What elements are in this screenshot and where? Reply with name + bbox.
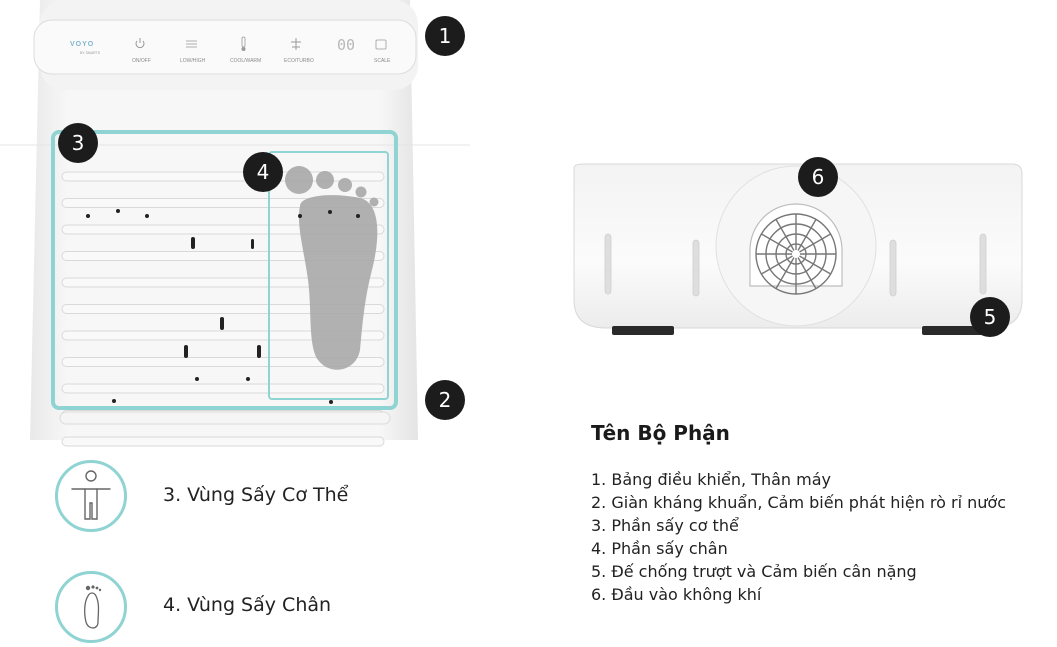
parts-title: Tên Bộ Phận [591, 421, 730, 445]
power-icon[interactable] [135, 38, 145, 49]
grille-slat [61, 436, 385, 447]
grille-slat [61, 251, 385, 261]
badge-2: 2 [425, 380, 465, 420]
thermometer-icon[interactable] [241, 36, 246, 51]
antibacterial-grille [59, 171, 391, 447]
parts-list-item: 4. Phần sấy chân [591, 539, 728, 558]
parts-list-item: 5. Đế chống trượt và Cảm biến cân nặng [591, 562, 917, 581]
parts-list: 1. Bảng điều khiển, Thân máy 2. Giàn khá… [591, 468, 1006, 606]
badge-6: 6 [798, 157, 838, 197]
svg-text:ECO/TURBO: ECO/TURBO [284, 58, 314, 64]
air-intake [715, 165, 877, 327]
digital-display: 00 [337, 36, 355, 54]
grille-slat [61, 330, 385, 341]
control-panel: VOYO BY SMARTS ON/OFF LOW/HIGH COOL/WARM… [33, 19, 417, 75]
fan-icon[interactable] [291, 38, 301, 50]
svg-text:BY SMARTS: BY SMARTS [80, 51, 101, 55]
foot-dry-zone [268, 151, 389, 400]
body-dry-zone [51, 130, 398, 410]
grille-slat [61, 304, 385, 314]
device-back-view [573, 163, 1023, 335]
svg-text:SCALE: SCALE [374, 58, 391, 64]
svg-text:ON/OFF: ON/OFF [132, 58, 151, 64]
legend-body-zone-label: 3. Vùng Sấy Cơ Thể [163, 484, 349, 506]
foot-silhouette [285, 166, 379, 370]
badge-4: 4 [243, 152, 283, 192]
body-icon [55, 460, 127, 532]
parts-list-item: 2. Giàn kháng khuẩn, Cảm biến phát hiện … [591, 493, 1006, 512]
anti-slip-foot [612, 326, 674, 335]
anti-slip-foot [922, 326, 984, 335]
legend-foot-zone-label: 4. Vùng Sấy Chân [163, 594, 332, 616]
grille-slat [59, 411, 391, 425]
badge-3: 3 [58, 123, 98, 163]
parts-list-item: 3. Phần sấy cơ thể [591, 516, 739, 535]
brand-logo: VOYO [70, 41, 94, 48]
parts-list-item: 6. Đầu vào không khí [591, 585, 762, 604]
badge-5: 5 [970, 297, 1010, 337]
grille-slat [61, 357, 385, 367]
scale-icon[interactable] [375, 39, 387, 50]
feet-icon [55, 571, 127, 643]
device-top-view: VOYO BY SMARTS ON/OFF LOW/HIGH COOL/WARM… [0, 0, 470, 447]
parts-list-item: 1. Bảng điều khiển, Thân máy [591, 470, 831, 489]
svg-text:LOW/HIGH: LOW/HIGH [180, 58, 206, 64]
grille-slat [61, 383, 385, 394]
badge-1: 1 [425, 16, 465, 56]
grille-slat [61, 277, 385, 288]
wind-icon[interactable] [186, 40, 197, 48]
grille-slat [61, 171, 385, 182]
svg-text:COOL/WARM: COOL/WARM [230, 58, 261, 64]
